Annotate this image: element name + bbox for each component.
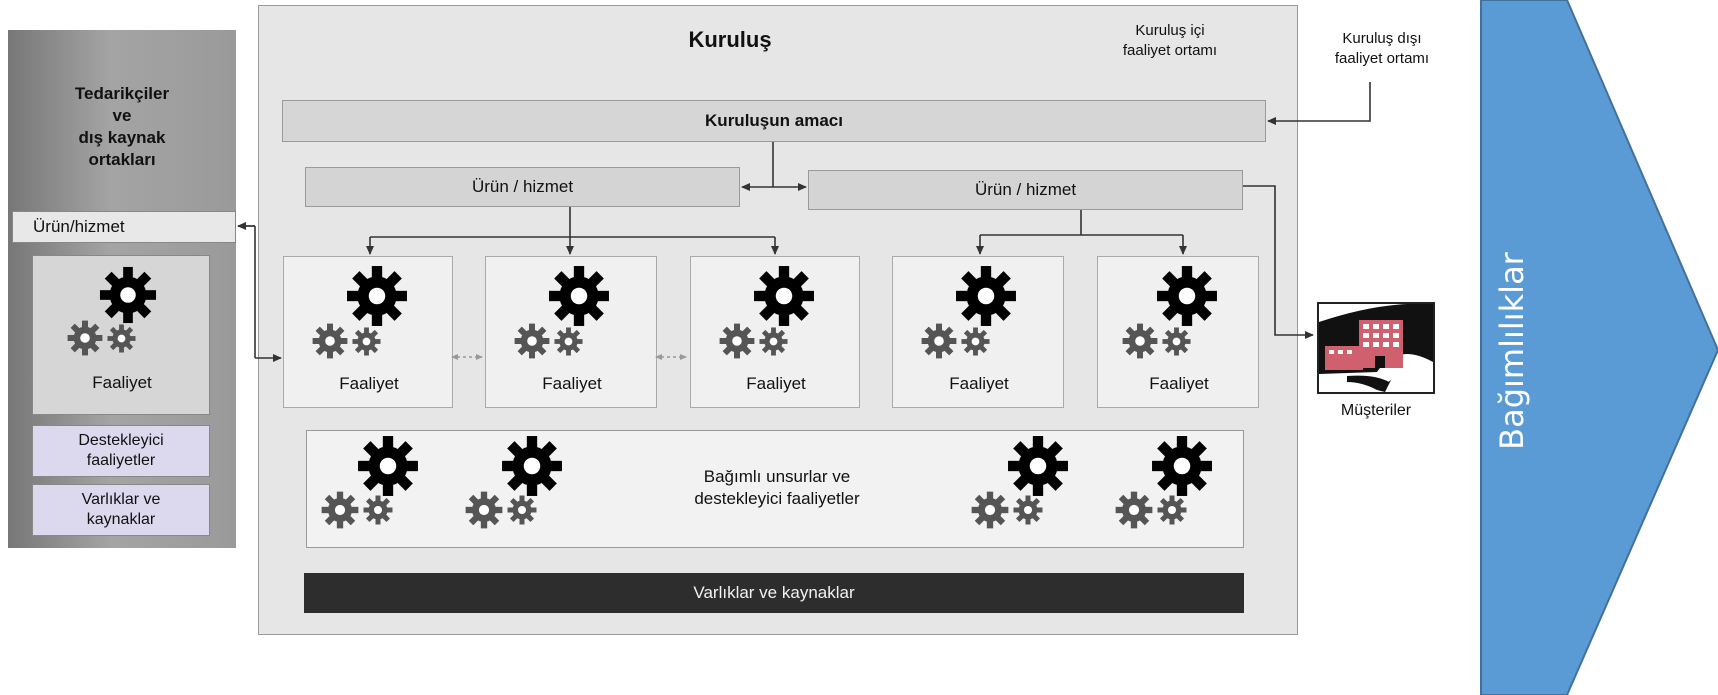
activity-label: Faaliyet — [542, 374, 602, 393]
supplier-supporting-box: Destekleyici faaliyetler — [32, 425, 210, 477]
dependent-elements-box: Bağımlı unsurlar ve destekleyici faaliye… — [306, 430, 1244, 548]
product-box-left: Ürün / hizmet — [305, 167, 740, 207]
dependencies-arrow — [1480, 0, 1718, 695]
supplier-activity-box: Faaliyet — [32, 255, 210, 415]
assets-resources-bar: Varlıklar ve kaynaklar — [304, 573, 1244, 613]
product-box-right: Ürün / hizmet — [808, 170, 1243, 210]
suppliers-title: Tedarikçiler ve dış kaynak ortakları — [74, 84, 170, 169]
supplier-product-box: Ürün/hizmet — [12, 211, 236, 243]
activity-label: Faaliyet — [949, 374, 1009, 393]
activity-box: Faaliyet — [1097, 256, 1259, 408]
customers-label: Müşteriler — [1340, 402, 1412, 419]
organization-title: Kuruluş — [688, 27, 772, 52]
activity-box: Faaliyet — [892, 256, 1064, 408]
activity-box: Faaliyet — [283, 256, 453, 408]
supplier-assets-box: Varlıklar ve kaynaklar — [32, 484, 210, 536]
dependent-elements-label: Bağımlı unsurlar ve destekleyici faaliye… — [694, 467, 860, 508]
purpose-box: Kuruluşun amacı — [282, 100, 1266, 142]
activity-label: Faaliyet — [746, 374, 806, 393]
activity-label: Faaliyet — [339, 374, 399, 393]
activity-label: Faaliyet — [1149, 374, 1209, 393]
customers-building-icon — [1317, 302, 1435, 394]
internal-env-label: Kuruluş içi faaliyet ortamı — [1122, 22, 1218, 59]
supplier-product-label: Ürün/hizmet — [33, 217, 125, 236]
activity-box: Faaliyet — [485, 256, 657, 408]
supplier-activity-label: Faaliyet — [92, 373, 152, 392]
external-env-label: Kuruluş dışı faaliyet ortamı — [1334, 30, 1430, 67]
activity-box: Faaliyet — [690, 256, 860, 408]
